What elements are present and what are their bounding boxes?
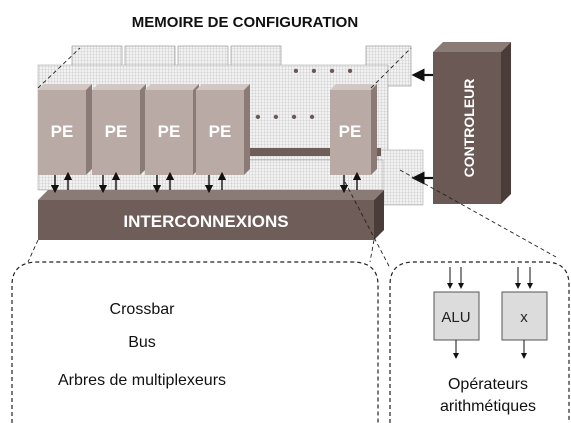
interconnect-block: INTERCONNEXIONS [38,190,384,240]
pe-rail [236,148,381,156]
pe-1: PE [38,84,92,175]
pe-label: PE [158,122,181,141]
pe-label: PE [105,122,128,141]
interconnect-type-crossbar: Crossbar [110,301,176,318]
pe-ellipsis: • • • • [255,109,319,126]
multiplier-label: x [520,309,528,326]
controller-label: CONTROLEUR [461,79,477,178]
alu-operator: ALU [433,267,480,359]
pe-4: PE [196,84,250,175]
operators-caption-line1: Opérateurs [448,376,528,393]
operators-caption-line2: arithmétiques [440,398,536,415]
pe-label: PE [209,122,232,141]
operators-detail: ALU x Opérateurs arithmétiques [389,261,570,423]
interconnect-type-mux-tree: Arbres de multiplexeurs [58,372,226,389]
pe-label: PE [51,122,74,141]
alu-label: ALU [441,309,470,326]
pe-2: PE [92,84,146,175]
controller-arrows [411,68,433,185]
pe-label: PE [339,122,362,141]
pe-n: PE [330,84,377,175]
interconnect-detail: Crossbar Bus Arbres de multiplexeurs [11,261,379,423]
interconnect-type-bus: Bus [128,334,156,351]
pe-interconnect-arrows [50,171,362,194]
diagram-title: MEMOIRE DE CONFIGURATION [132,14,358,31]
pe-3: PE [145,84,199,175]
multiplier-operator: x [501,267,548,359]
pe-array: PE PE PE PE PE [38,84,377,175]
controller-block: CONTROLEUR [433,42,511,204]
zoom-guides [27,47,557,269]
memory-ellipsis: • • • • [293,63,357,80]
interconnect-label: INTERCONNEXIONS [123,212,288,231]
